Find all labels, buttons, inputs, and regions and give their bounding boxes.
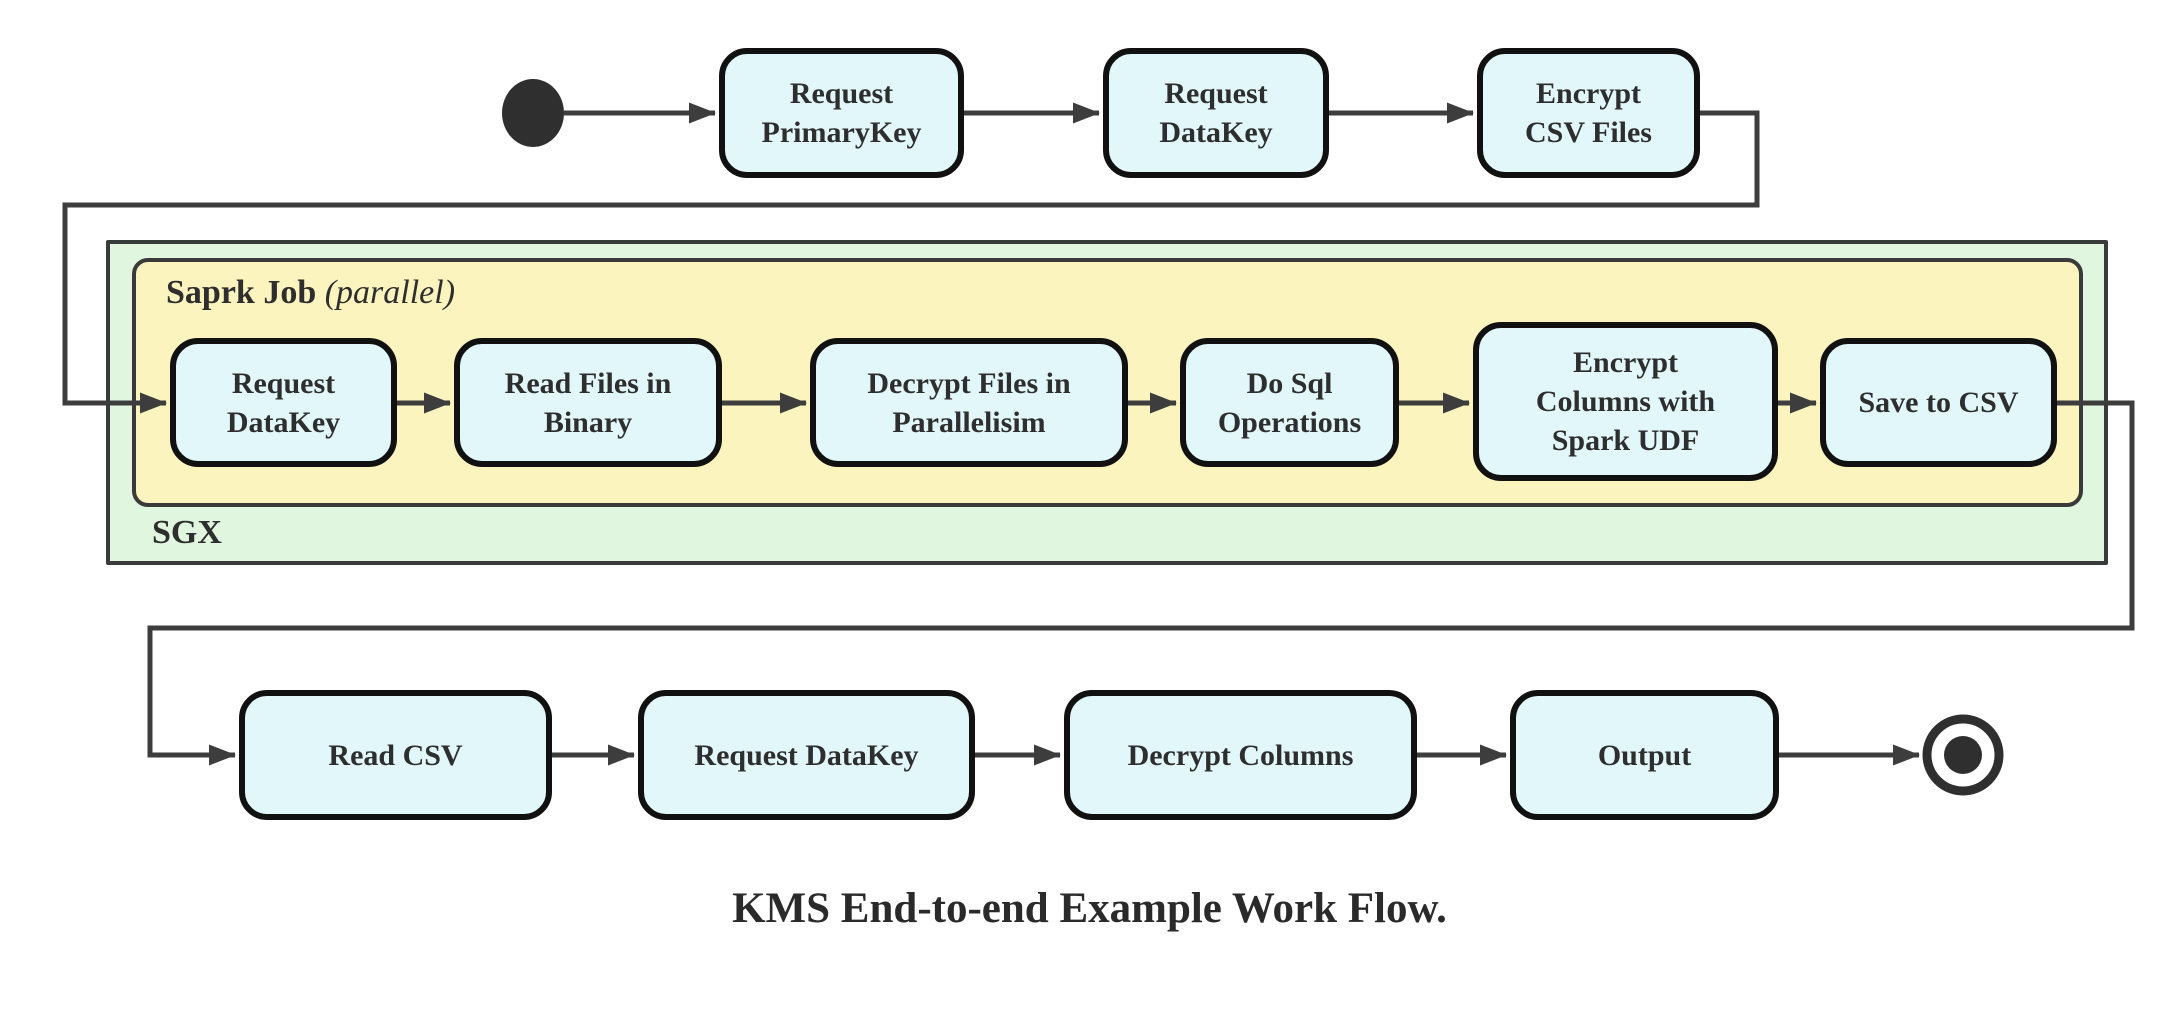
node-read-files-in-binary: Read Files in Binary [454, 338, 722, 467]
edge-save-csv-to-read-csv [147, 400, 2135, 766]
final-state-icon-inner [1944, 736, 1982, 774]
start-state-icon [502, 79, 564, 147]
node-save-to-csv: Save to CSV [1820, 338, 2057, 467]
node-request-datakey-sgx: Request DataKey [170, 338, 397, 467]
diagram-caption: KMS End-to-end Example Work Flow. [732, 885, 1447, 932]
node-decrypt-columns: Decrypt Columns [1064, 690, 1417, 820]
node-read-csv: Read CSV [239, 690, 552, 820]
node-request-primarykey: Request PrimaryKey [719, 48, 964, 178]
node-encrypt-columns-with-spark-udf: Encrypt Columns with Spark UDF [1473, 322, 1778, 481]
edge-encrypt-csv-to-sgx-request-datakey [62, 110, 1760, 414]
node-do-sql-operations: Do Sql Operations [1180, 338, 1399, 467]
node-decrypt-files-in-parallelisim: Decrypt Files in Parallelisim [810, 338, 1128, 467]
spark-job-container-label: Saprk Job (parallel) [166, 274, 455, 312]
node-output: Output [1510, 690, 1779, 820]
spark-job-label-qualifier: (parallel) [324, 274, 456, 311]
spark-job-label-name: Saprk Job [166, 274, 317, 311]
sgx-container-label: SGX [152, 514, 222, 551]
node-request-datakey-top: Request DataKey [1103, 48, 1329, 178]
node-request-datakey-bottom: Request DataKey [638, 690, 975, 820]
node-encrypt-csv-files: Encrypt CSV Files [1477, 48, 1700, 178]
